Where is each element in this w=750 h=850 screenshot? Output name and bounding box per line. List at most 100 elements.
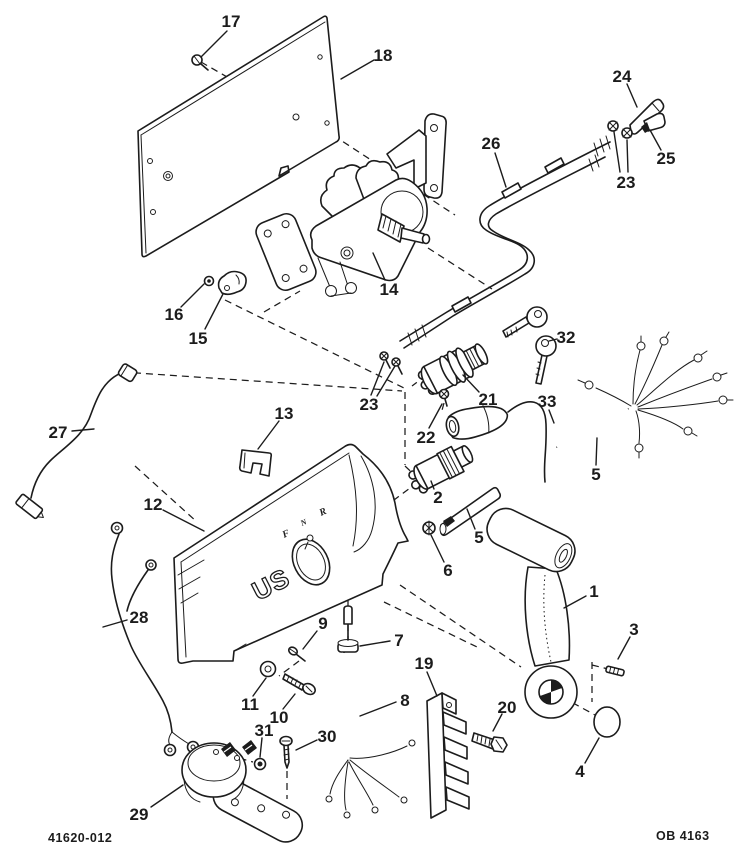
callout-20: 20 bbox=[498, 698, 517, 717]
leader-line-28 bbox=[102, 619, 128, 628]
callout-9: 9 bbox=[318, 614, 327, 633]
part-6-nut bbox=[422, 520, 436, 536]
part-23-nuts-upper bbox=[607, 120, 633, 139]
part-29-buzzer bbox=[181, 740, 304, 843]
callout-32: 32 bbox=[557, 328, 576, 347]
part-10-screw bbox=[282, 673, 316, 696]
part-32-keys bbox=[502, 306, 557, 385]
part-22-screw bbox=[438, 388, 450, 407]
callout-10: 10 bbox=[270, 708, 289, 727]
part-28-wires bbox=[110, 521, 200, 757]
leader-line-22 bbox=[428, 403, 443, 429]
part-2-switch bbox=[408, 445, 474, 494]
leader-line-6 bbox=[430, 534, 445, 563]
leader-line-25 bbox=[649, 129, 662, 151]
leader-line-19 bbox=[426, 671, 438, 697]
leader-line-9 bbox=[302, 630, 318, 650]
callout-28: 28 bbox=[130, 608, 149, 627]
part-3-pin bbox=[605, 665, 625, 677]
part-31-nut bbox=[253, 757, 267, 771]
leader-line-23 bbox=[613, 131, 621, 173]
leader-line-3 bbox=[617, 636, 631, 660]
leader-line-10 bbox=[282, 693, 296, 710]
part-5-harness bbox=[554, 331, 734, 459]
leader-line-26 bbox=[494, 152, 507, 188]
callout-5: 5 bbox=[474, 528, 483, 547]
callout-11: 11 bbox=[241, 695, 259, 714]
leader-line-30 bbox=[295, 739, 318, 751]
part-1-handle bbox=[486, 507, 578, 719]
leader-line-14 bbox=[372, 252, 386, 281]
callout-27: 27 bbox=[49, 423, 68, 442]
footer-code-right: OB 4163 bbox=[656, 829, 710, 843]
part-14-mechanism bbox=[255, 113, 447, 297]
part-25-fitting bbox=[641, 112, 666, 133]
callout-21: 21 bbox=[479, 390, 498, 409]
callout-5: 5 bbox=[591, 465, 600, 484]
callout-22: 22 bbox=[417, 428, 436, 447]
leader-line-2 bbox=[430, 480, 435, 490]
leader-line-18 bbox=[340, 59, 375, 80]
leader-line-1 bbox=[563, 595, 587, 609]
shift-mark-f: F bbox=[280, 528, 292, 541]
leader-line-11 bbox=[252, 677, 267, 697]
leader-line-31 bbox=[259, 737, 263, 758]
part-13-clip bbox=[238, 449, 273, 477]
callout-6: 6 bbox=[443, 561, 452, 580]
part-30-screw bbox=[279, 735, 293, 769]
callout-29: 29 bbox=[130, 805, 149, 824]
callout-14: 14 bbox=[380, 280, 399, 299]
part-8-cable bbox=[325, 652, 416, 819]
part-24-fitting bbox=[629, 98, 665, 135]
leader-line-15 bbox=[204, 293, 224, 330]
callout-13: 13 bbox=[275, 404, 294, 423]
leader-line-5 bbox=[595, 437, 598, 466]
callout-30: 30 bbox=[318, 727, 337, 746]
part-4-cap bbox=[593, 706, 621, 738]
part-11-washer bbox=[259, 660, 277, 678]
leader-line-24 bbox=[626, 83, 638, 108]
leader-line-29 bbox=[150, 784, 184, 808]
leader-line-4 bbox=[584, 737, 600, 764]
part-23-screws-mid bbox=[379, 351, 403, 375]
part-18-plate bbox=[137, 15, 340, 258]
part-5-tube bbox=[439, 486, 502, 537]
leader-line-8 bbox=[359, 701, 397, 717]
part-27-lead-wire bbox=[15, 363, 138, 520]
footer-code-left: 41620-012 bbox=[48, 831, 112, 845]
part-12-housing: US F N R bbox=[173, 443, 409, 664]
callout-1: 1 bbox=[589, 582, 598, 601]
callout-4: 4 bbox=[575, 762, 585, 781]
part-17-screw bbox=[191, 54, 209, 71]
callout-16: 16 bbox=[165, 305, 184, 324]
callout-31: 31 bbox=[255, 721, 274, 740]
part-15-clip bbox=[217, 270, 247, 296]
shift-mark-n: N bbox=[298, 517, 309, 528]
part-16-nut bbox=[203, 275, 215, 287]
leader-line-20 bbox=[492, 713, 503, 732]
callout-7: 7 bbox=[394, 631, 403, 650]
callout-3: 3 bbox=[629, 620, 638, 639]
callout-layer: 1234556789101112131415161718192021222323… bbox=[49, 12, 676, 824]
part-19-terminal-block bbox=[426, 692, 470, 819]
callout-33: 33 bbox=[538, 392, 557, 411]
leader-line-13 bbox=[257, 420, 280, 450]
callout-18: 18 bbox=[374, 46, 393, 65]
shift-mark-r: R bbox=[317, 506, 329, 519]
callout-8: 8 bbox=[400, 691, 409, 710]
callout-25: 25 bbox=[657, 149, 676, 168]
leader-line-21 bbox=[462, 374, 480, 393]
callout-23: 23 bbox=[617, 173, 636, 192]
part-9-screw bbox=[288, 646, 306, 662]
leader-line-5 bbox=[466, 508, 476, 530]
leader-line-23 bbox=[376, 365, 396, 397]
callout-12: 12 bbox=[144, 495, 163, 514]
callout-2: 2 bbox=[433, 488, 442, 507]
leader-line-32 bbox=[548, 338, 558, 342]
callout-24: 24 bbox=[613, 67, 632, 86]
callout-19: 19 bbox=[415, 654, 434, 673]
leader-line-7 bbox=[359, 640, 391, 647]
leader-line-17 bbox=[200, 30, 228, 58]
